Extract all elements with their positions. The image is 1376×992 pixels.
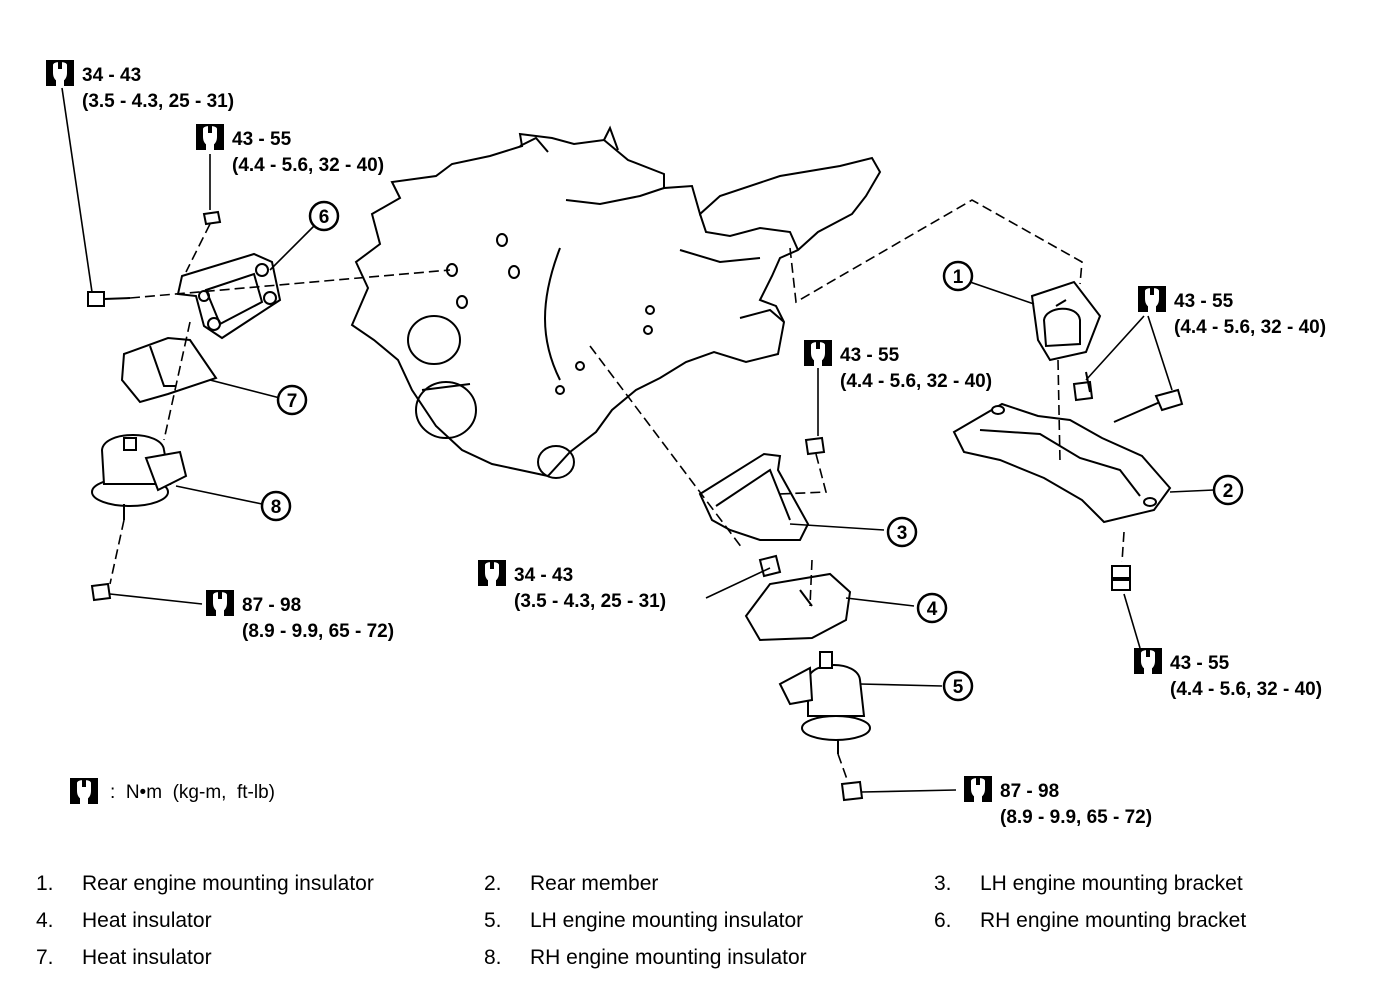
torque-spec-7: 43 - 55 (4.4 - 5.6, 32 - 40) xyxy=(1134,648,1322,700)
callout-7: 7 xyxy=(276,384,308,416)
svg-text:3: 3 xyxy=(897,523,908,544)
lh-engine-mounting-bracket xyxy=(698,452,810,541)
svg-text:34 - 43: 34 - 43 xyxy=(82,65,141,86)
svg-text:2: 2 xyxy=(1223,481,1234,502)
callout-4: 4 xyxy=(916,592,948,624)
svg-text:34 - 43: 34 - 43 xyxy=(514,565,573,586)
callout-5: 5 xyxy=(942,670,974,702)
torque-wrench-icon xyxy=(804,340,832,366)
svg-text:4: 4 xyxy=(927,599,938,620)
svg-text:1: 1 xyxy=(953,267,964,288)
torque-wrench-icon xyxy=(196,124,224,150)
torque-wrench-icon xyxy=(70,778,98,804)
unit-legend: : N•m (kg-m, ft-lb) xyxy=(70,778,275,804)
rear-leader-lines xyxy=(789,199,1215,649)
rear-member xyxy=(952,402,1172,524)
svg-text:8: 8 xyxy=(271,497,282,518)
svg-text:(8.9 - 9.9, 65 - 72): (8.9 - 9.9, 65 - 72) xyxy=(242,621,394,642)
part-item-5: 5.LH engine mounting insulator xyxy=(484,909,804,932)
svg-text:(3.5 - 4.3, 25 - 31): (3.5 - 4.3, 25 - 31) xyxy=(82,91,234,112)
torque-wrench-icon xyxy=(1138,286,1166,312)
torque-spec-6: 43 - 55 (4.4 - 5.6, 32 - 40) xyxy=(1138,286,1326,338)
svg-text:6: 6 xyxy=(319,207,330,228)
torque-spec-4: 34 - 43 (3.5 - 4.3, 25 - 31) xyxy=(478,560,666,612)
torque-wrench-icon xyxy=(46,60,74,86)
part-item-8: 8.RH engine mounting insulator xyxy=(484,946,807,969)
callout-1: 1 xyxy=(942,260,974,292)
svg-text:87 - 98: 87 - 98 xyxy=(242,595,301,616)
rear-engine-mounting-insulator xyxy=(1030,280,1102,362)
part-item-6: 6.RH engine mounting bracket xyxy=(934,909,1247,932)
torque-spec-1: 34 - 43 (3.5 - 4.3, 25 - 31) xyxy=(46,60,234,112)
lh-leader-lines xyxy=(589,345,957,793)
torque-wrench-icon xyxy=(478,560,506,586)
torque-wrench-icon xyxy=(206,590,234,616)
svg-text:43 - 55: 43 - 55 xyxy=(232,129,292,150)
heat-insulator-lh xyxy=(744,572,852,642)
svg-text:(3.5 - 4.3, 25 - 31): (3.5 - 4.3, 25 - 31) xyxy=(514,591,666,612)
part-item-7: 7.Heat insulator xyxy=(36,946,212,969)
part-item-1: 1.Rear engine mounting insulator xyxy=(36,872,374,895)
svg-text:(4.4 - 5.6, 32 - 40): (4.4 - 5.6, 32 - 40) xyxy=(232,155,384,176)
svg-text:43 - 55: 43 - 55 xyxy=(1170,653,1230,674)
svg-text:(4.4 - 5.6, 32 - 40): (4.4 - 5.6, 32 - 40) xyxy=(1174,317,1326,338)
callout-6: 6 xyxy=(308,200,340,232)
svg-text:: N•m (kg-m, ft-lb): : N•m (kg-m, ft-lb) xyxy=(110,782,275,803)
svg-text:87 - 98: 87 - 98 xyxy=(1000,781,1059,802)
callout-2: 2 xyxy=(1212,474,1244,506)
svg-text:(8.9 - 9.9, 65 - 72): (8.9 - 9.9, 65 - 72) xyxy=(1000,807,1152,828)
svg-text:7: 7 xyxy=(287,391,298,412)
torque-wrench-icon xyxy=(964,776,992,802)
part-item-4: 4.Heat insulator xyxy=(36,909,212,932)
torque-spec-3: 87 - 98 (8.9 - 9.9, 65 - 72) xyxy=(206,590,394,642)
torque-spec-5: 43 - 55 (4.4 - 5.6, 32 - 40) xyxy=(804,340,992,392)
svg-text:(4.4 - 5.6, 32 - 40): (4.4 - 5.6, 32 - 40) xyxy=(1170,679,1322,700)
part-item-3: 3.LH engine mounting bracket xyxy=(934,872,1243,895)
heat-insulator-rh xyxy=(120,336,218,404)
torque-spec-8: 87 - 98 (8.9 - 9.9, 65 - 72) xyxy=(964,776,1152,828)
torque-spec-2: 43 - 55 (4.4 - 5.6, 32 - 40) xyxy=(196,124,384,176)
rh-engine-mounting-bracket xyxy=(176,252,282,340)
svg-text:(4.4 - 5.6, 32 - 40): (4.4 - 5.6, 32 - 40) xyxy=(840,371,992,392)
engine-assembly xyxy=(350,125,882,479)
lh-engine-mounting-insulator xyxy=(778,651,871,754)
rh-leader-lines xyxy=(61,87,451,605)
rh-engine-mounting-insulator xyxy=(91,434,188,520)
svg-text:5: 5 xyxy=(953,677,964,698)
svg-text:43 - 55: 43 - 55 xyxy=(1174,291,1234,312)
torque-wrench-icon xyxy=(1134,648,1162,674)
rh-fasteners xyxy=(87,210,222,602)
callout-3: 3 xyxy=(886,516,918,548)
callout-8: 8 xyxy=(260,490,292,522)
part-item-2: 2.Rear member xyxy=(484,872,659,895)
svg-text:43 - 55: 43 - 55 xyxy=(840,345,900,366)
rear-fasteners xyxy=(1072,371,1184,591)
